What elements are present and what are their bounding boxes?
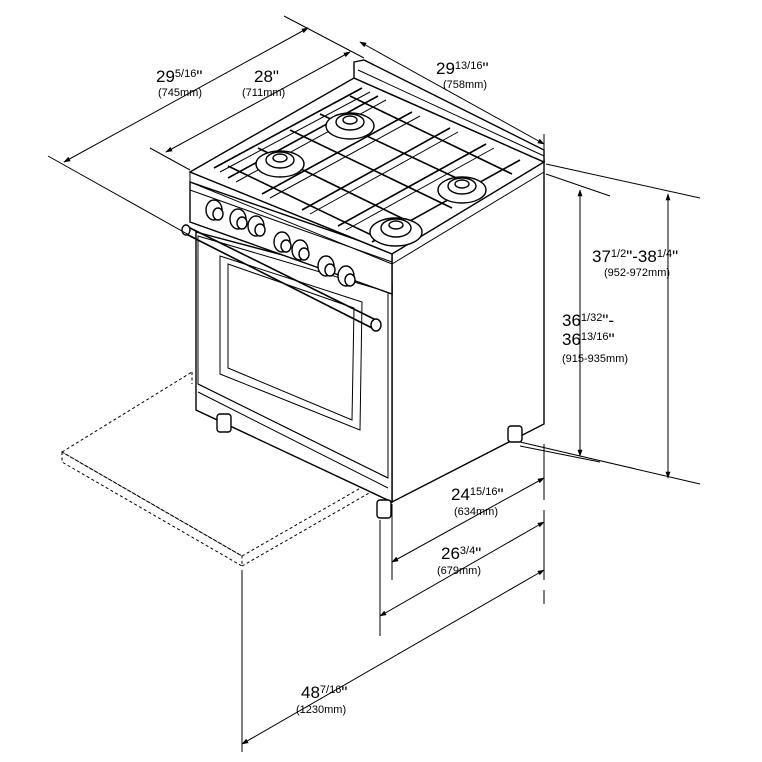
svg-text:(745mm): (745mm) [158,87,202,99]
oven-door-window-outer [219,255,363,431]
svg-text:(711mm): (711mm) [242,87,285,99]
burner-back-right [437,176,487,204]
range-legs [216,413,523,519]
knob-5 [291,239,310,261]
svg-text:(634mm): (634mm) [454,506,498,518]
oven-door-window-inner [227,263,355,421]
svg-text:487/16": 487/16" [301,683,347,702]
knob-1 [205,199,224,221]
dim-cooktop-depth: 28" (711mm) [242,67,285,99]
svg-text:(915-935mm): (915-935mm) [562,353,628,365]
burner-back-left [325,112,375,140]
dim-height-backguard: 371/2"-381/4" (952-972mm) [592,247,678,279]
svg-text:295/16": 295/16" [156,67,202,86]
dim-depth-door-open: 487/16" (1230mm) [296,683,347,716]
knob-6 [317,255,336,277]
dim-body-depth: 2415/16" (634mm) [451,485,504,518]
dim-depth-with-handle: 263/4" (679mm) [437,544,481,577]
svg-text:(1230mm): (1230mm) [296,704,346,716]
dim-height-cooktop: 361/32"- 3613/16" (915-935mm) [562,311,628,365]
knob-3 [247,215,266,237]
open-door-outline [61,371,379,567]
svg-text:(758mm): (758mm) [443,79,487,91]
oven-kickplate [197,383,389,489]
knob-7 [337,265,356,287]
dim-total-depth: 295/16" (745mm) [156,67,202,99]
knob-4 [273,231,292,253]
knob-2 [229,208,248,230]
burner-front-left [255,150,305,178]
svg-text:2415/16": 2415/16" [451,485,504,504]
svg-text:(952-972mm): (952-972mm) [604,267,670,279]
control-knobs [205,199,356,287]
svg-text:28": 28" [254,67,279,86]
oven-door-handle [181,224,382,332]
cooktop-rim [189,161,545,265]
dimension-lines [47,15,701,752]
svg-text:3613/16": 3613/16" [562,330,615,349]
svg-text:263/4": 263/4" [441,544,481,563]
svg-text:(679mm): (679mm) [437,565,481,577]
svg-text:2913/16": 2913/16" [436,59,489,78]
burner-front-right [369,217,423,247]
svg-text:371/2"-381/4": 371/2"-381/4" [592,247,678,266]
svg-text:361/32"-: 361/32"- [562,311,614,330]
dim-width: 2913/16" (758mm) [436,59,489,91]
